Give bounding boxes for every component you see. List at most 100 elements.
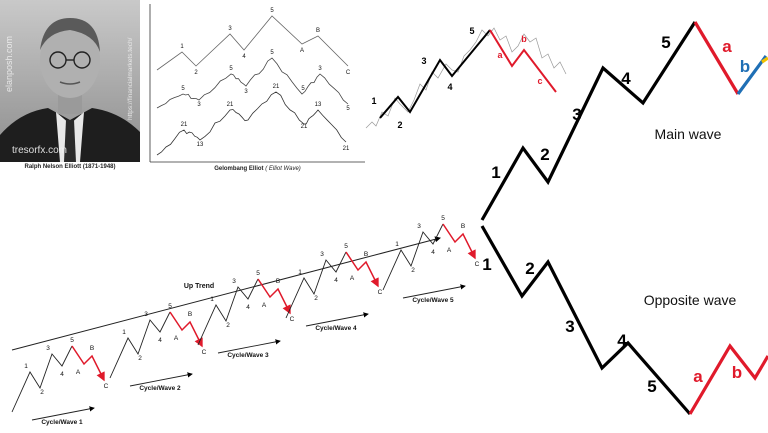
main-wave-label-4: 4 xyxy=(621,69,631,88)
main-wave-label-3: 3 xyxy=(572,105,581,124)
cycle-label-1: 1 xyxy=(298,269,302,276)
opposite-wave-label-1: 1 xyxy=(482,255,491,274)
opposite-wave-diagram: 1 2 3 4 5 a b Opposite wave xyxy=(480,225,768,416)
cycle-label-a: A xyxy=(76,369,81,376)
cycle-corrective-line xyxy=(442,223,476,260)
cycle-corrective-line xyxy=(169,311,203,348)
cycle-label-a: A xyxy=(350,275,355,282)
small-wave-impulse xyxy=(379,29,491,119)
cycle-label-1: 1 xyxy=(24,363,28,370)
cycle-corrective-line xyxy=(71,345,105,382)
main-wave-correction-c xyxy=(761,56,768,64)
cycle-label-a: A xyxy=(174,335,179,342)
small-wave-label-1: 1 xyxy=(371,96,376,106)
cycle-arrow xyxy=(31,406,95,421)
cycle-label-b: B xyxy=(461,223,465,230)
opposite-wave-label-4: 4 xyxy=(617,331,627,350)
cycle-label-5: 5 xyxy=(168,303,172,310)
cycle-label-3: 3 xyxy=(320,251,324,258)
fractal-top-label-5: 5 xyxy=(270,8,274,14)
cycle-label-2: 2 xyxy=(138,355,142,362)
fractal-top-label-b: B xyxy=(316,28,320,34)
opposite-wave-label-a: a xyxy=(693,367,703,386)
cycle-label-c: C xyxy=(378,289,383,296)
cycle-label-1: 1 xyxy=(122,329,126,336)
opposite-wave-label-5: 5 xyxy=(647,377,656,396)
cycle-label-a: A xyxy=(262,302,267,309)
cycle-label-2: 2 xyxy=(40,389,44,396)
main-wave-label-1: 1 xyxy=(491,163,500,182)
main-wave-label-b: b xyxy=(740,57,750,76)
cycle-label-4: 4 xyxy=(334,277,338,284)
fractal-mid-label-3: 5 xyxy=(229,66,233,72)
fractal-low-label-5: 21 xyxy=(301,124,308,130)
main-wave-diagram: 1 2 3 4 5 a b Main wave xyxy=(480,21,768,221)
opposite-wave-label-3: 3 xyxy=(565,317,574,336)
photo-watermark-2: https://financialmarkets.tech/ xyxy=(127,37,134,120)
fractal-top-label-c: C xyxy=(346,70,351,76)
cycle-label-c: C xyxy=(475,261,480,268)
cycle-label: Cycle/Wave 1 xyxy=(41,419,83,426)
cycle-label-3: 3 xyxy=(46,345,50,352)
photo-watermark-1: elanposh.com xyxy=(4,36,14,92)
up-trend-arrow xyxy=(11,236,441,351)
small-wave-label-5: 5 xyxy=(469,26,474,36)
fractal-low-label-7: 21 xyxy=(343,146,350,152)
fractal-mid-label-5: 5 xyxy=(270,50,274,56)
cycle-label: Cycle/Wave 3 xyxy=(227,352,269,359)
opposite-wave-correction xyxy=(688,343,768,415)
cycle-label-5: 5 xyxy=(256,270,260,277)
small-wave-label-a: a xyxy=(497,50,503,60)
fractal-top-label-1: 1 xyxy=(180,44,184,50)
fractal-mid-label-4: 3 xyxy=(244,89,248,95)
small-wave-label-2: 2 xyxy=(397,120,402,130)
cycle-label-2: 2 xyxy=(226,322,230,329)
fractal-mid-label-b: 3 xyxy=(318,66,322,72)
main-wave-label-a: a xyxy=(722,37,732,56)
fractal-mid-label-2: 3 xyxy=(197,102,201,108)
cycle-label: Cycle/Wave 5 xyxy=(412,297,454,304)
main-wave-title: Main wave xyxy=(655,126,722,142)
cycle-label-3: 3 xyxy=(232,278,236,285)
photo-caption: Ralph Nelson Elliott (1871-1948) xyxy=(24,164,116,170)
cycle-impulse-line xyxy=(285,251,347,319)
cycle-arrow xyxy=(217,339,281,354)
cycle-label-4: 4 xyxy=(60,371,64,378)
cycle-label-c: C xyxy=(290,316,295,323)
opposite-wave-label-2: 2 xyxy=(525,259,534,278)
fractal-top-label-3: 3 xyxy=(228,26,232,32)
cycle-label-a: A xyxy=(447,247,452,254)
cycle-impulse-line xyxy=(109,311,171,379)
fractal-chart-caption-main: Gelombang Elliot xyxy=(214,166,264,172)
cycle-impulse-line xyxy=(11,345,73,413)
opposite-wave-impulse xyxy=(480,225,692,416)
cycle-label-2: 2 xyxy=(411,267,415,274)
small-wave-correction xyxy=(489,29,557,93)
fractal-low-label-2: 13 xyxy=(197,142,204,148)
cycle-label-3: 3 xyxy=(417,223,421,230)
main-wave-correction-b xyxy=(736,55,768,95)
fractal-chart-caption: Gelombang Elliot ( Elliot Wave) xyxy=(150,166,365,172)
fractal-top-label-2: 2 xyxy=(194,70,198,76)
main-wave-label-2: 2 xyxy=(540,145,549,164)
cycle-label-c: C xyxy=(104,383,109,390)
small-wave-label-c: c xyxy=(537,76,542,86)
cycle-label-1: 1 xyxy=(395,241,399,248)
cycle-arrow xyxy=(129,372,193,387)
fractal-mid-label-a: 5 xyxy=(301,86,305,92)
fractal-mid-label-c: 5 xyxy=(346,106,350,112)
cycle-label-4: 4 xyxy=(431,249,435,256)
fractal-low-label-4: 21 xyxy=(273,84,280,90)
cycle-arrow xyxy=(305,312,369,327)
opposite-wave-label-b: b xyxy=(732,363,742,382)
cycle-impulse-line xyxy=(197,278,259,346)
up-trend-label: Up Trend xyxy=(184,283,214,290)
cycle-label-b: B xyxy=(90,345,94,352)
